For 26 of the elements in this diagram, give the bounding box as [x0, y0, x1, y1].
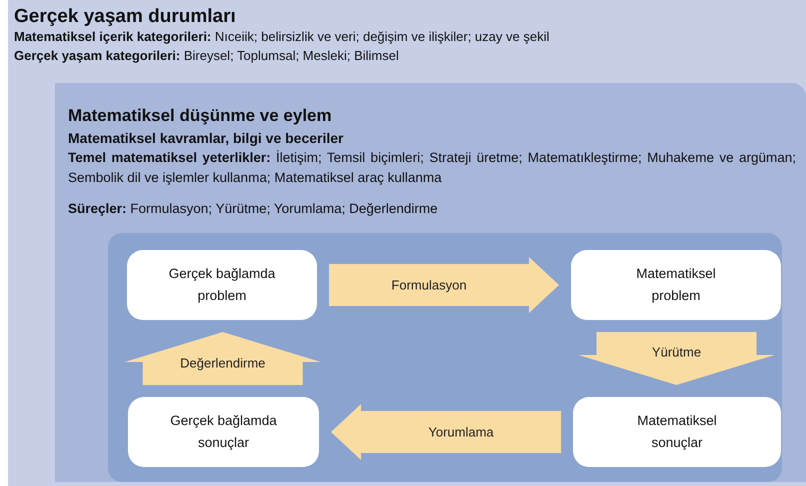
- inner-panel: [55, 83, 806, 482]
- outer-panel: [8, 0, 806, 486]
- process-panel: [108, 233, 782, 482]
- edge-label: Yürütme: [652, 344, 702, 360]
- process-box: [573, 397, 781, 467]
- subheading: Matematiksel kavramlar, bilgi ve beceriler: [68, 129, 344, 148]
- edge-label: Formulasyon: [391, 278, 467, 292]
- process-box: [571, 250, 781, 320]
- description: Temel matematiksel yeterlikler: İletişim; Temsil biçimleri; Strateji üretme; Matematıkleştirme; Muhakeme ve argüman; Sembolik dil ve işlemler kullanma; Matematiksel araç kullanma: [68, 149, 796, 188]
- description: Gerçek yaşam kategorileri: Bireysel; Toplumsal; Mesleki; Bilimsel: [14, 47, 400, 65]
- box-label: Gerçek bağlamda problem: [168, 265, 276, 305]
- edge-label: Değerlendirme: [180, 356, 266, 370]
- box-label: Matematiksel problem: [635, 265, 717, 305]
- description: Süreçler: Formulasyon; Yürütme; Yorumlama; Değerlendirme: [68, 200, 439, 218]
- box-label: Gerçek bağlamda sonuçlar: [169, 412, 278, 452]
- block-arrow: [331, 404, 561, 460]
- heading: Matematiksel düşünme ve eylem: [68, 105, 333, 127]
- block-arrow: [124, 332, 321, 385]
- process-box: [127, 250, 317, 320]
- box-label: Matematiksel sonuçlar: [636, 412, 718, 452]
- process-box: [128, 397, 319, 467]
- block-arrow: [578, 332, 774, 385]
- edge-label: Yorumlama: [428, 424, 494, 440]
- block-arrow: [329, 257, 559, 313]
- heading: Gerçek yaşam durumları: [14, 5, 237, 29]
- description: Matematiksel içerik kategorileri: Nıceiik; belirsizlik ve veri; değişim ve ilişkiler; uzay ve şekil: [14, 28, 550, 46]
